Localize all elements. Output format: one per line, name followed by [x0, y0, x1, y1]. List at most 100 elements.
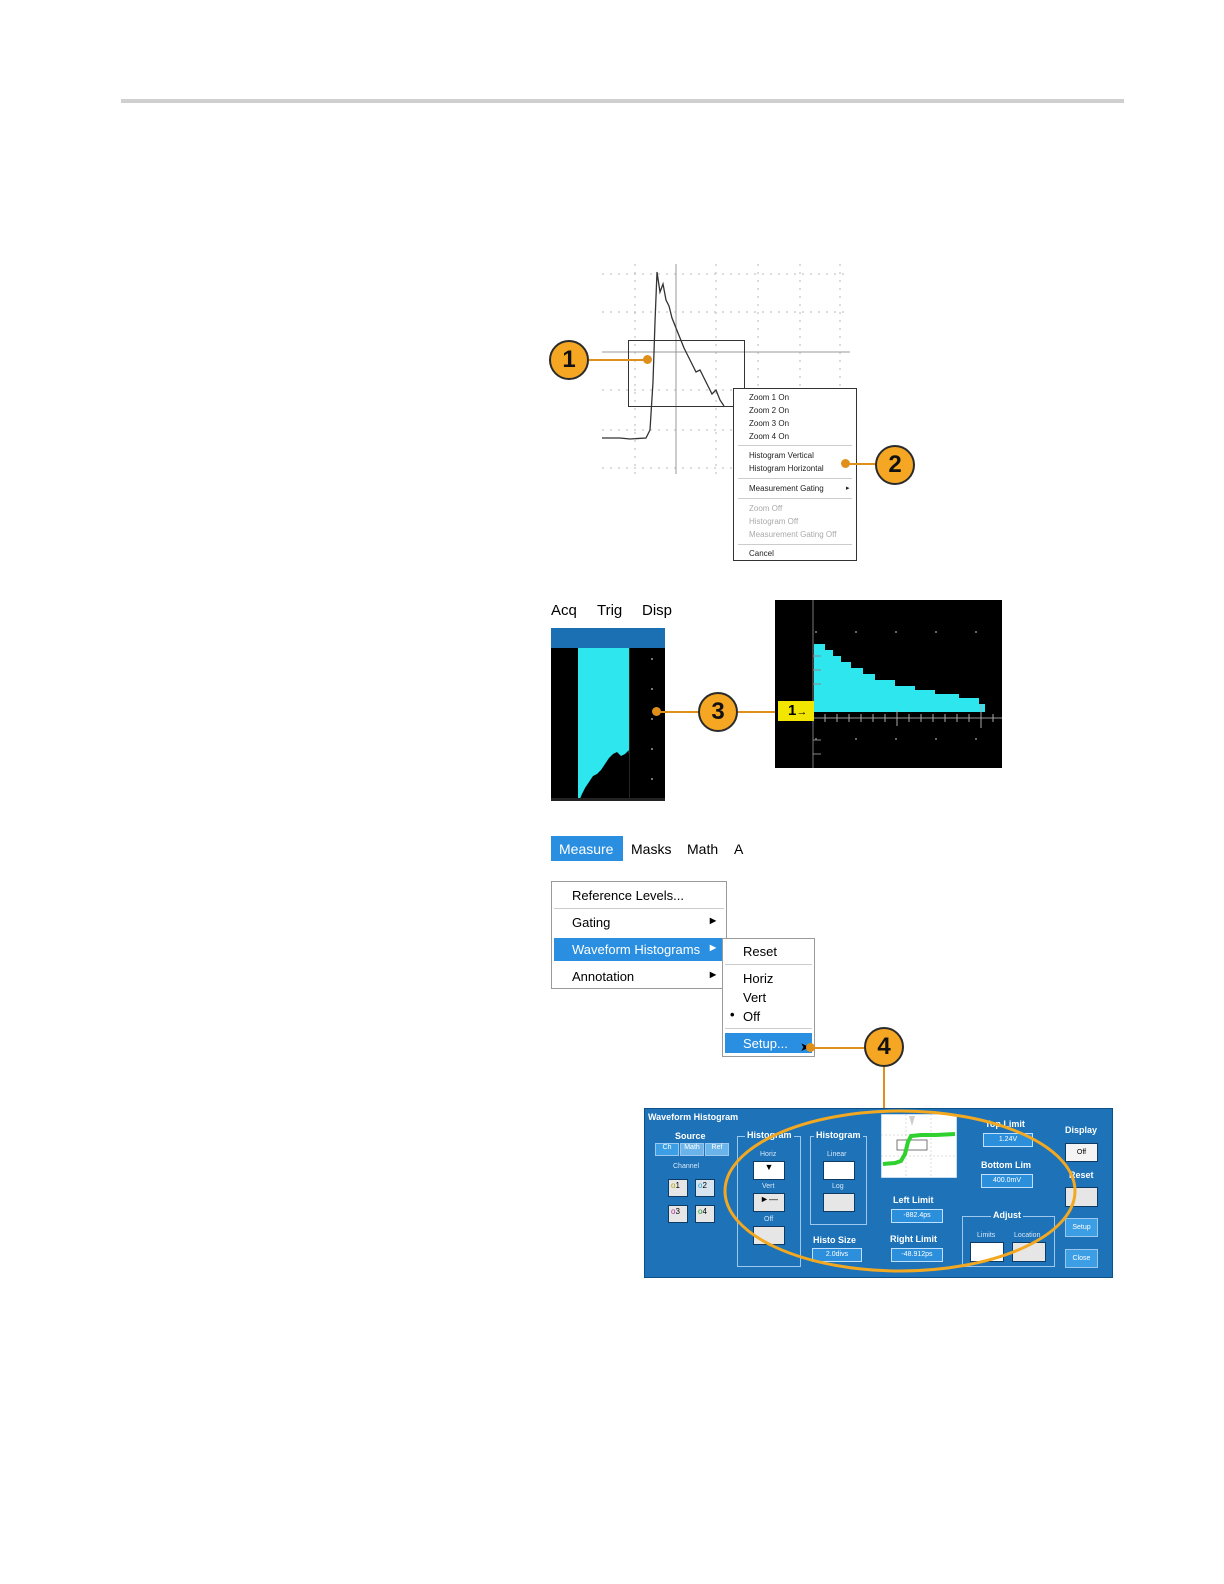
- context-menu: Zoom 1 On Zoom 2 On Zoom 3 On Zoom 4 On …: [733, 388, 857, 561]
- right-limit-field[interactable]: -48.912ps: [891, 1248, 943, 1262]
- menu-item-measurement-gating[interactable]: Measurement Gating: [749, 484, 824, 493]
- source-tab-ch[interactable]: Ch: [655, 1143, 679, 1156]
- submenu-arrow-icon: ▶: [709, 970, 716, 979]
- menu-item-zoom-2-on[interactable]: Zoom 2 On: [749, 406, 790, 415]
- callout-3-leader-right: [738, 711, 778, 713]
- display-label: Display: [1065, 1125, 1098, 1135]
- submenu-item-vert[interactable]: Vert: [743, 990, 767, 1005]
- submenu-arrow-icon: ▶: [709, 916, 716, 925]
- callout-2-leader: [846, 463, 876, 465]
- vertical-histogram-display: [551, 648, 665, 801]
- adjust-title: Adjust: [991, 1210, 1023, 1220]
- submenu-arrow-icon: ▸: [846, 485, 850, 492]
- menu-acq[interactable]: Acq: [551, 602, 577, 619]
- menu-item-annotation[interactable]: Annotation▶: [572, 969, 716, 984]
- vert-histogram-icon: ►—: [760, 1194, 778, 1204]
- menu-separator: [738, 445, 852, 446]
- source-tab-ref[interactable]: Ref: [705, 1143, 729, 1156]
- waveform-histograms-submenu: Reset Horiz Vert •Off Setup...: [722, 938, 815, 1057]
- channel-1-button[interactable]: o1: [668, 1179, 688, 1197]
- submenu-arrow-icon: ▶: [709, 943, 716, 952]
- menu-item-histogram-vertical[interactable]: Histogram Vertical: [749, 451, 814, 460]
- menu-item-cancel[interactable]: Cancel: [749, 549, 774, 558]
- submenu-item-setup[interactable]: Setup...: [725, 1033, 812, 1053]
- right-limit-label: Right Limit: [890, 1234, 937, 1244]
- linear-scale-button[interactable]: [823, 1161, 855, 1180]
- callout-2: 2: [875, 445, 915, 485]
- display-toggle-button[interactable]: Off: [1065, 1143, 1098, 1162]
- channel-label: Channel: [673, 1163, 700, 1170]
- menu-item-measurement-gating-off: Measurement Gating Off: [749, 530, 837, 539]
- left-limit-label: Left Limit: [893, 1195, 934, 1205]
- menu-item-zoom-1-on[interactable]: Zoom 1 On: [749, 393, 790, 402]
- menu-next-truncated[interactable]: A: [734, 841, 744, 857]
- menu-math[interactable]: Math: [687, 841, 719, 857]
- menu-measure[interactable]: Measure: [551, 836, 623, 861]
- panel-title: Waveform Histogram: [648, 1112, 739, 1122]
- menu-item-histogram-horizontal[interactable]: Histogram Horizontal: [749, 464, 824, 473]
- off-label: Off: [764, 1216, 774, 1223]
- channel-4-button[interactable]: o4: [695, 1205, 715, 1223]
- linear-label: Linear: [827, 1151, 847, 1158]
- menu-masks[interactable]: Masks: [631, 841, 672, 857]
- vert-mode-button[interactable]: ►—: [753, 1193, 785, 1212]
- menu-item-gating[interactable]: Gating▶: [572, 915, 716, 930]
- channel-1-icon: o: [671, 1181, 676, 1190]
- marker-arrow-icon: →: [796, 706, 808, 718]
- log-scale-button[interactable]: [823, 1193, 855, 1212]
- callout-4-leader: [811, 1047, 865, 1049]
- menu-separator: [725, 964, 812, 965]
- zoom-box[interactable]: [628, 340, 745, 407]
- callout-1: 1: [549, 340, 589, 380]
- menu-trig[interactable]: Trig: [597, 602, 623, 619]
- channel-marker-label: 1: [788, 702, 797, 719]
- horiz-histogram-icon: ▼: [764, 1162, 774, 1172]
- histo-size-field[interactable]: 2.0divs: [812, 1248, 862, 1262]
- channel-2-button[interactable]: o2: [695, 1179, 715, 1197]
- menu-item-zoom-3-on[interactable]: Zoom 3 On: [749, 419, 790, 428]
- channel-4-icon: o: [698, 1207, 703, 1216]
- callout-2-dot: [841, 459, 850, 468]
- submenu-item-reset[interactable]: Reset: [743, 944, 777, 959]
- waveform-graticule: [602, 264, 850, 474]
- submenu-item-off[interactable]: •Off: [730, 1007, 761, 1024]
- log-label: Log: [832, 1183, 844, 1190]
- limits-label: Limits: [977, 1232, 996, 1239]
- channel-1-marker: 1→: [778, 701, 814, 721]
- channel-3-icon: o: [671, 1207, 676, 1216]
- menu-item-reference-levels[interactable]: Reference Levels...: [572, 888, 685, 903]
- scope-menu-bar: Acq Trig Disp: [551, 597, 672, 628]
- measure-dropdown: Reference Levels... Gating▶ Waveform His…: [551, 881, 727, 989]
- setup-button[interactable]: Setup: [1065, 1218, 1098, 1237]
- channel-3-button[interactable]: o3: [668, 1205, 688, 1223]
- reset-label: Reset: [1069, 1170, 1094, 1180]
- header-rule: [121, 99, 1124, 103]
- mouse-cursor-icon: ➤: [800, 1040, 810, 1054]
- channel-2-icon: o: [698, 1181, 703, 1190]
- menu-separator: [738, 498, 852, 499]
- bottom-limit-label: Bottom Lim: [981, 1160, 1031, 1170]
- callout-1-dot: [643, 355, 652, 364]
- close-button[interactable]: Close: [1065, 1249, 1098, 1268]
- histo-size-label: Histo Size: [813, 1235, 857, 1245]
- menu-item-histogram-off: Histogram Off: [749, 517, 799, 526]
- bottom-limit-field[interactable]: 400.0mV: [981, 1174, 1033, 1188]
- menu-separator: [738, 478, 852, 479]
- callout-4: 4: [864, 1027, 904, 1067]
- histogram-scale-title: Histogram: [814, 1130, 863, 1140]
- location-label: Location: [1014, 1232, 1041, 1239]
- source-tab-math[interactable]: Math: [680, 1143, 704, 1156]
- menu-item-waveform-histograms[interactable]: Waveform Histograms▶: [554, 938, 724, 961]
- menu-item-zoom-4-on[interactable]: Zoom 4 On: [749, 432, 790, 441]
- submenu-item-horiz[interactable]: Horiz: [743, 971, 774, 986]
- top-limit-label: Top Limit: [985, 1119, 1025, 1129]
- measure-menu-bar: Measure Masks Math A: [551, 836, 743, 861]
- menu-disp[interactable]: Disp: [642, 602, 673, 619]
- callout-4-dot: [806, 1043, 815, 1052]
- horiz-mode-button[interactable]: ▼: [753, 1161, 785, 1180]
- menu-item-zoom-off: Zoom Off: [749, 504, 783, 513]
- callout-3-dot-left: [652, 707, 661, 716]
- menu-separator: [738, 544, 852, 545]
- callout-3-leader-left: [657, 711, 699, 713]
- left-limit-field[interactable]: -882.4ps: [891, 1209, 943, 1223]
